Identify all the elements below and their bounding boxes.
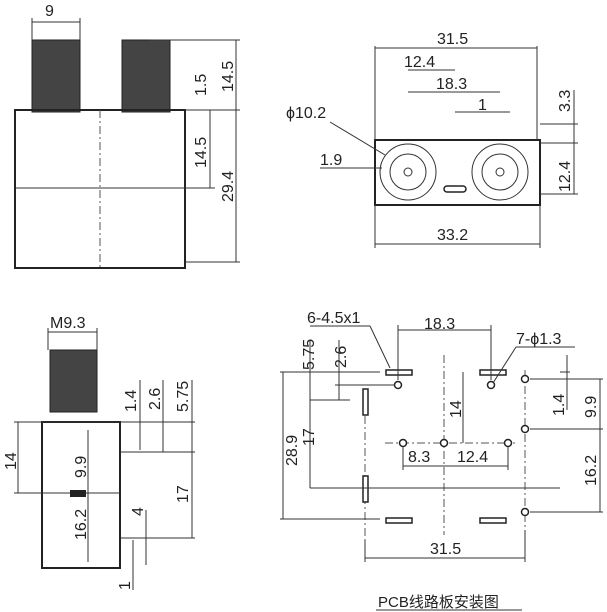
dim-diameter: ϕ10.2 [286, 105, 326, 122]
dim-9-9: 9.9 [583, 396, 600, 418]
top-view: 31.5 12.4 18.3 1 3.3 ϕ10.2 1.9 12.4 33.2 [286, 31, 578, 248]
dim-1-4: 1.4 [123, 390, 140, 412]
dim-body-total: 29.4 [220, 171, 237, 202]
dim-2-6: 2.6 [147, 388, 164, 410]
side-view: M9.3 1.4 2.6 5.75 14 9.9 17 16.2 4 1 [3, 315, 195, 590]
side-thread [49, 349, 98, 413]
dim-width: 9 [45, 3, 54, 20]
front-view: 9 1.5 14.5 14.5 29.4 [14, 3, 240, 270]
dim-thread: M9.3 [50, 315, 86, 332]
coax-right [471, 143, 529, 201]
pcb-hole [393, 380, 403, 390]
pcb-layout: 6-4.5x1 18.3 7-ϕ1.3 5.75 2.6 28.9 17 14 … [280, 310, 603, 611]
pcb-slot [362, 388, 369, 416]
pcb-hole [398, 438, 408, 448]
dim-flange: 1.5 [193, 74, 210, 96]
dim-16-2: 16.2 [583, 455, 600, 486]
top-body [374, 139, 541, 206]
dim-31-5: 31.5 [430, 541, 461, 558]
connector-thread-right [121, 39, 171, 113]
pcb-hole [520, 507, 530, 517]
dim-center-height: 12.4 [557, 161, 574, 192]
pcb-slot [479, 369, 507, 376]
pcb-slot [385, 517, 413, 524]
dim-16-2: 16.2 [73, 509, 90, 540]
dim-17: 17 [175, 485, 192, 503]
dim-slot-pitch: 18.3 [424, 316, 455, 333]
pcb-hole [503, 438, 513, 448]
dim-28-9: 28.9 [284, 435, 301, 466]
dim-half-pitch: 12.4 [404, 54, 435, 71]
coax-left [379, 143, 437, 201]
dim-14: 14 [3, 452, 20, 470]
pcb-slot [479, 517, 507, 524]
dim-4: 4 [130, 507, 147, 516]
dim-2-6: 2.6 [333, 346, 350, 368]
pcb-title: PCB线路板安装图 [378, 593, 499, 611]
pcb-hole [520, 424, 530, 434]
dim-overall-bottom: 33.2 [437, 227, 468, 244]
dim-1-4: 1.4 [551, 394, 568, 416]
dim-5-75: 5.75 [301, 339, 318, 370]
dim-14: 14 [448, 400, 465, 418]
dim-pin-width: 1 [478, 97, 487, 114]
dim-pin-span: 18.3 [436, 76, 467, 93]
dim-8-3: 8.3 [408, 449, 430, 466]
connector-thread-left [31, 39, 81, 113]
dim-1: 1 [117, 581, 134, 590]
dim-thread-height: 14.5 [220, 61, 237, 92]
pcb-hole [439, 438, 449, 448]
dim-17: 17 [301, 428, 318, 446]
dim-9-9: 9.9 [73, 456, 90, 478]
label-holes: 7-ϕ1.3 [516, 331, 562, 348]
label-slots: 6-4.5x1 [307, 310, 360, 327]
dim-5-75: 5.75 [175, 381, 192, 412]
pcb-slot [362, 475, 369, 503]
dim-body-upper: 14.5 [193, 137, 210, 168]
dim-pin-height: 3.3 [557, 90, 574, 112]
dim-edge: 1.9 [320, 152, 342, 169]
pcb-hole [486, 380, 496, 390]
dim-12-4: 12.4 [457, 449, 488, 466]
pcb-slot [385, 369, 413, 376]
dim-overall-top: 31.5 [437, 31, 468, 48]
pcb-hole [520, 374, 530, 384]
